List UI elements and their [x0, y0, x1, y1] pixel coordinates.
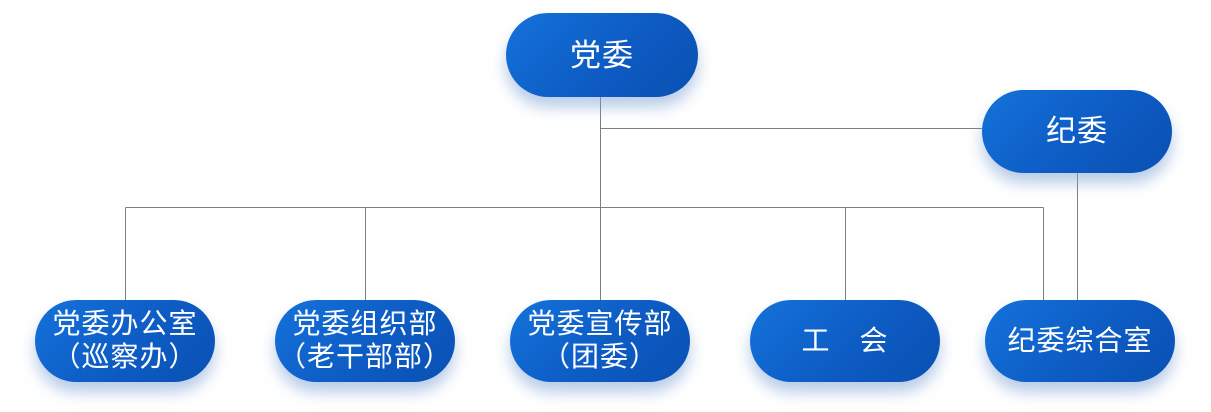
- node-party-committee[interactable]: 党委: [506, 13, 698, 97]
- node-label-line2: （老干部部）: [277, 342, 452, 373]
- node-label: 工 会: [801, 325, 889, 357]
- node-label-line1: 党委办公室: [52, 309, 198, 340]
- node-label: 纪委综合室: [1007, 325, 1153, 357]
- node-label-line2: （团委）: [541, 342, 658, 373]
- node-labor-union[interactable]: 工 会: [750, 300, 940, 382]
- node-label: 党委: [570, 37, 634, 73]
- node-publicity-department[interactable]: 党委宣传部 （团委）: [510, 300, 690, 382]
- node-label-line2: （巡察办）: [52, 342, 198, 373]
- node-label-line1: 党委宣传部: [527, 309, 673, 340]
- node-party-committee-office[interactable]: 党委办公室 （巡察办）: [35, 300, 215, 382]
- node-discipline-committee-office[interactable]: 纪委综合室: [985, 300, 1175, 382]
- node-label: 纪委: [1046, 115, 1108, 148]
- node-discipline-committee[interactable]: 纪委: [982, 90, 1172, 173]
- node-label-line1: 党委组织部: [292, 309, 438, 340]
- node-organization-department[interactable]: 党委组织部 （老干部部）: [275, 300, 455, 382]
